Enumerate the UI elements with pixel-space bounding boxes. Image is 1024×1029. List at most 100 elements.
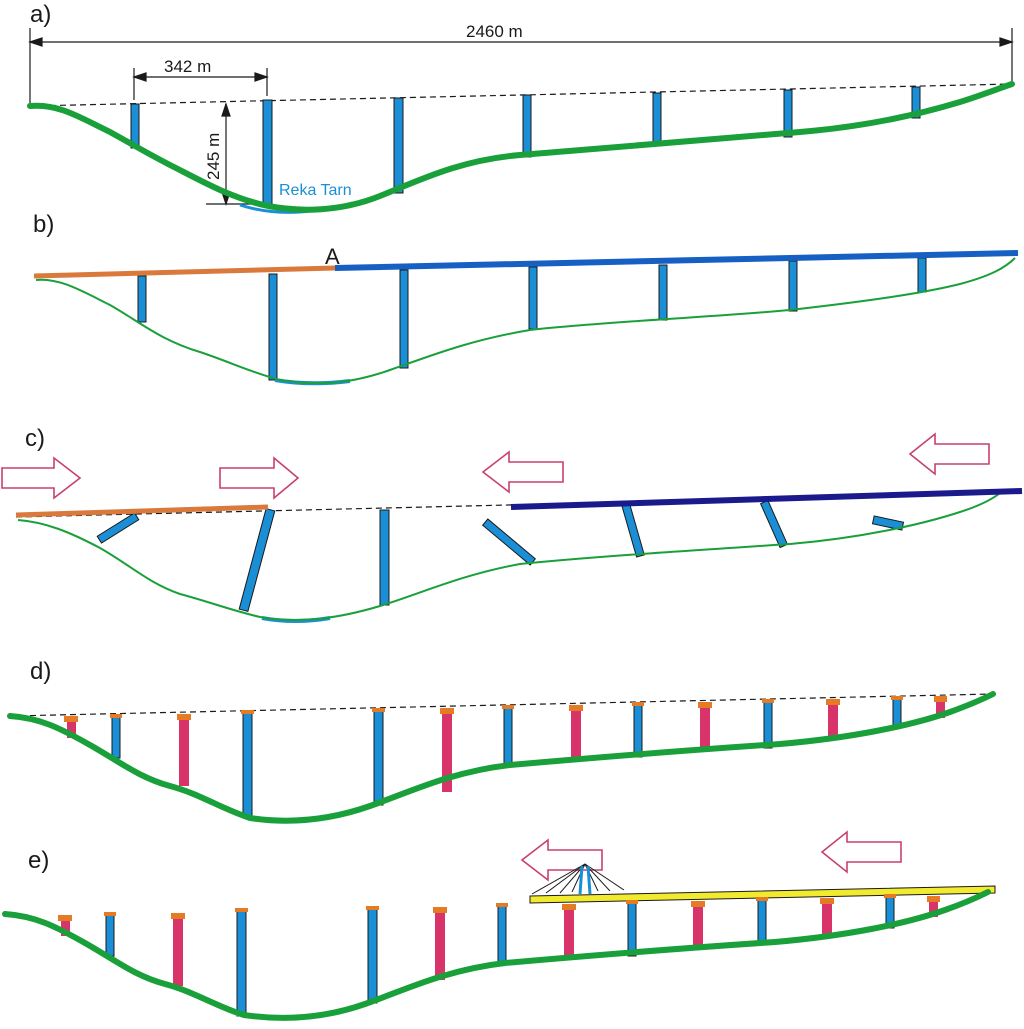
pier-cap [762, 699, 774, 703]
pier-cap [235, 908, 248, 912]
pier [917, 257, 927, 293]
junction-point-label: A [325, 244, 340, 269]
arrow-outline-icon [820, 830, 902, 874]
pier-caps [64, 696, 947, 722]
pier-cap [64, 716, 78, 722]
pier [236, 909, 247, 1017]
pier [633, 703, 643, 758]
pier-cap [177, 714, 191, 720]
pier-cap [58, 915, 72, 921]
pier-cap [626, 900, 638, 904]
pier [367, 907, 378, 1004]
launched-deck [529, 885, 996, 904]
pier-cap [502, 705, 514, 709]
pier-tilted [96, 512, 140, 544]
pier-cap [927, 896, 940, 902]
pier [399, 269, 409, 369]
panel-label-d: d) [30, 658, 51, 685]
ground-profile [17, 492, 1001, 621]
piers [130, 86, 921, 207]
pier [783, 89, 793, 138]
pier [393, 97, 404, 194]
pier [652, 92, 662, 147]
pier [137, 275, 147, 323]
ground-profile [7, 691, 996, 824]
temporary-pier [929, 901, 938, 917]
panel-a: a) 2460 m 342 m 245 m [27, 1, 1015, 214]
pier [788, 260, 798, 312]
temporary-pier [936, 700, 945, 718]
permanent-piers [105, 895, 895, 1017]
arrow-outline-icon [1, 456, 82, 500]
panel-label-a: a) [30, 1, 51, 28]
pier [242, 711, 253, 819]
pier-cap [110, 714, 122, 718]
temporary-pier [442, 712, 452, 792]
pier [627, 901, 637, 957]
temporary-pier [564, 909, 574, 959]
pier-tilted [621, 502, 645, 558]
pier [658, 264, 668, 321]
arrow-outline-icon [481, 450, 564, 494]
pier [757, 898, 767, 946]
temporary-piers [67, 700, 945, 792]
ground-profile [2, 889, 991, 1021]
pier-cap [496, 903, 508, 907]
pier [503, 706, 513, 768]
pier-tilted [481, 518, 537, 566]
pier [497, 904, 507, 966]
ground-profile [27, 81, 1015, 213]
piers [137, 257, 927, 381]
panel-label-b: b) [33, 211, 54, 238]
pier-cap [366, 906, 379, 910]
pier-cap [569, 705, 583, 711]
pylon-leg [578, 865, 584, 895]
pier-cap [826, 699, 840, 705]
pier-cap [372, 708, 385, 712]
deck-left-section [15, 504, 269, 518]
pier-cap [884, 894, 896, 898]
dimension-total [28, 28, 1014, 104]
panel-e: e) [2, 830, 996, 1021]
pier [379, 509, 390, 606]
pier-cap [433, 907, 447, 913]
ground-profile [35, 257, 1016, 385]
pier-tilted [759, 499, 789, 549]
arrow-outline-icon [908, 432, 990, 476]
pier [111, 715, 121, 759]
pier-cap [440, 708, 454, 714]
panel-b: b) A [33, 211, 1019, 386]
deck-right-section [334, 250, 1019, 271]
panel-label-c: c) [25, 425, 45, 452]
panel-d: d) [7, 658, 996, 824]
panel-c: c) [1, 425, 1023, 623]
pier-caps [58, 894, 940, 921]
temporary-pier [67, 720, 76, 738]
arrow-outline-icon [219, 456, 300, 500]
pier-cap [691, 901, 705, 907]
dimension-span [132, 68, 269, 100]
pier-cap [241, 710, 254, 714]
pier-tilted [238, 507, 276, 613]
pier [763, 700, 773, 749]
pier-cap [698, 702, 712, 708]
pylon-leg [586, 865, 592, 895]
deck-alignment-line [29, 83, 1013, 107]
pier-cap [756, 897, 768, 901]
temporary-piers [61, 901, 938, 986]
deck-left-section [33, 265, 336, 279]
dimension-height-label: 245 m [204, 133, 223, 180]
temporary-pier [61, 920, 70, 936]
pier [522, 94, 532, 158]
pier-cap [104, 912, 116, 916]
pier-cap [820, 898, 834, 904]
pier-cap [562, 904, 576, 910]
temporary-pier [571, 709, 581, 761]
temporary-pier [693, 906, 703, 950]
pier [911, 86, 921, 119]
pier [268, 273, 278, 381]
temporary-pier [822, 903, 832, 937]
temporary-pier [179, 718, 189, 786]
